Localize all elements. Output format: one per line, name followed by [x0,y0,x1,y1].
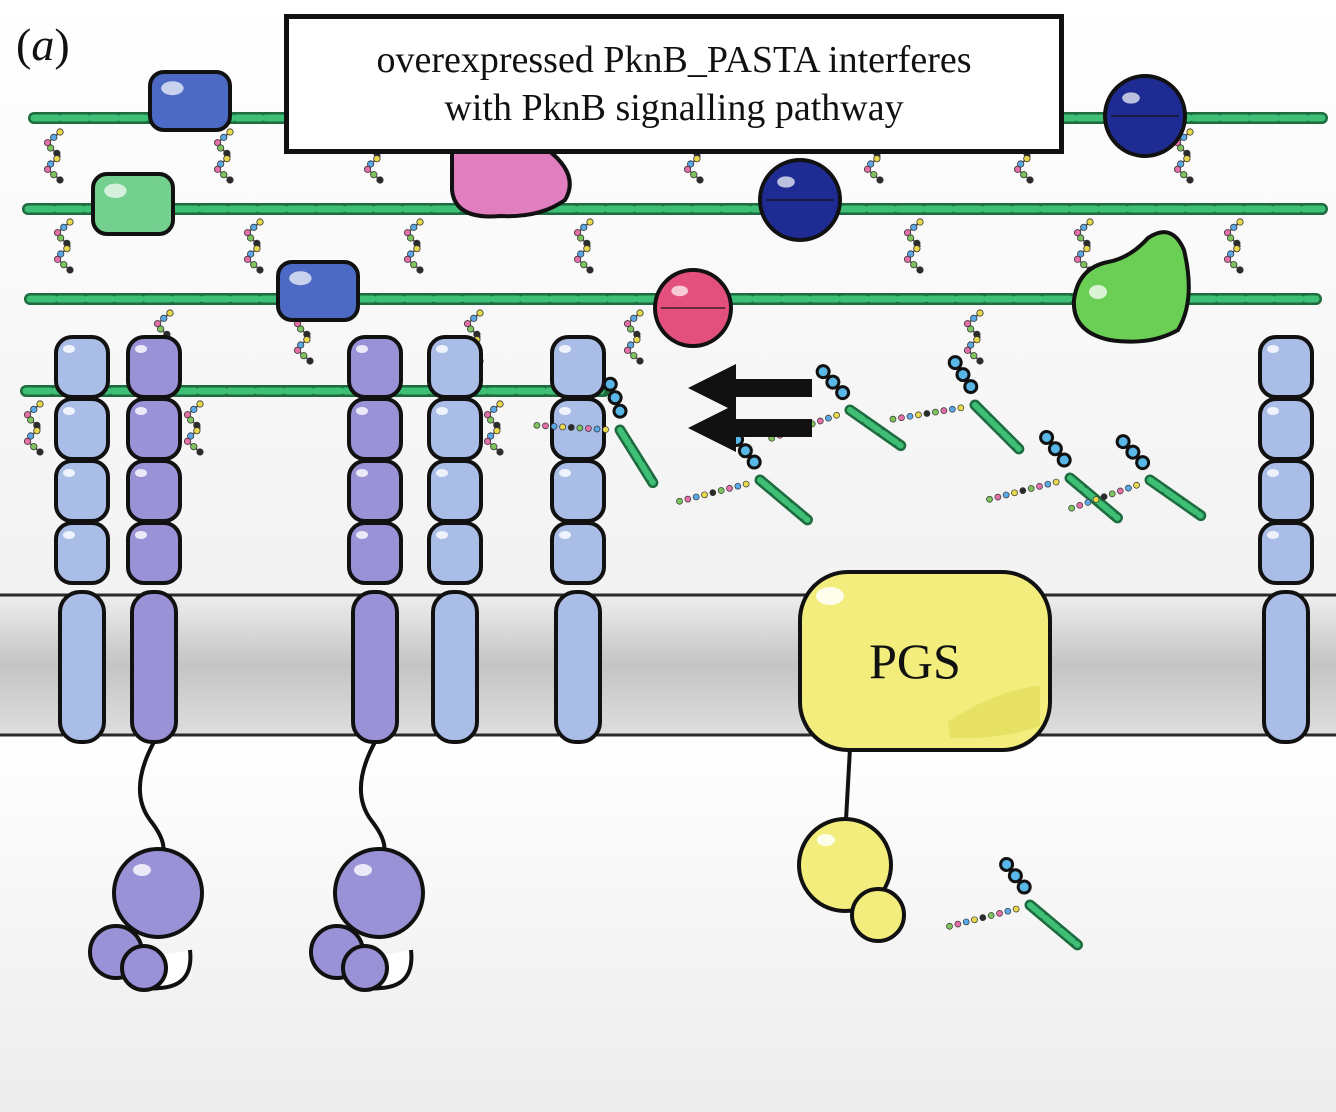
muropeptide-fragment-icon [533,376,659,489]
pasta-domain [54,335,110,399]
muropeptide-fragment-icon [946,856,1083,951]
pasta-domain [54,459,110,523]
pasta-domain [347,335,403,399]
pgs-enzyme-icon [797,570,1052,943]
pink-protein [450,148,572,219]
pasta-domain [126,521,182,585]
peptide-crossbridge [23,400,44,456]
pasta-domain [1258,521,1314,585]
peptide-crossbridge [573,218,594,274]
peptide-crossbridge [243,218,264,274]
transmembrane-segment [431,590,479,744]
arrow-left [688,364,812,412]
kinase-domain-icon [88,847,204,992]
pasta-domain [550,521,606,585]
pasta-domain [347,397,403,461]
double-arrow-left-icon [688,364,812,452]
pasta-domain [126,459,182,523]
transmembrane-segment [554,590,602,744]
kinase-domain-icon [309,847,425,992]
pasta-domain [427,521,483,585]
transmembrane-segment [58,590,106,744]
pasta-domain [427,459,483,523]
pasta-domain [1258,397,1314,461]
pasta-domain [347,459,403,523]
peptide-crossbridge [483,400,504,456]
transmembrane-segment [1262,590,1310,744]
title-line-1: overexpressed PknB_PASTA interferes [376,39,972,81]
peptide-crossbridge [43,128,64,184]
muropeptide-fragment-icon [1068,434,1207,522]
pasta-domain [427,397,483,461]
peptide-crossbridge [1173,128,1194,184]
peptide-crossbridge [213,128,234,184]
peptide-crossbridge [903,218,924,274]
panel-letter: a [31,19,55,70]
pasta-domain [427,335,483,399]
peptide-crossbridge [183,400,204,456]
pasta-receptor [309,335,425,992]
muropeptide-fragment-icon [889,355,1025,455]
pasta-receptor [54,335,110,744]
transmembrane-segment [351,590,399,744]
pasta-receptor [550,335,606,744]
green-protein-small [91,172,175,236]
peptide-crossbridge [1223,218,1244,274]
transmembrane-segment [130,590,178,744]
pasta-domain [54,397,110,461]
pasta-domain [1258,459,1314,523]
pasta-domain [550,335,606,399]
blue-protein [276,260,360,322]
pasta-receptor [427,335,483,744]
pasta-domain [126,335,182,399]
pasta-domain [1258,335,1314,399]
pasta-receptor [1258,335,1314,744]
cell-membrane [0,593,1336,737]
peptide-crossbridge [963,309,984,365]
pasta-domain [126,397,182,461]
green-protein-large [1071,230,1191,344]
pasta-domain [347,521,403,585]
pgs-enzyme [797,570,1052,943]
wall-proteins [91,70,1191,348]
title-box: overexpressed PknB_PASTA interferes with… [284,14,1064,154]
navy-protein [758,158,842,242]
peptide-crossbridge [623,309,644,365]
peptide-crossbridge [403,218,424,274]
arrow-left [688,404,812,452]
navy-protein [1103,74,1187,158]
panel-label: (a) [16,19,70,70]
pasta-domain [550,459,606,523]
red-protein [653,268,733,348]
blue-protein [148,70,232,132]
pasta-domain [54,521,110,585]
muropeptide-fragment-icon [676,431,813,526]
title-line-2: with PknB signalling pathway [444,87,904,129]
cytoplasm-background [0,735,1336,1112]
pasta-receptor [88,335,204,992]
peptide-crossbridge [53,218,74,274]
muropeptide-fragments [533,355,1207,951]
pgs-domain [850,887,906,943]
pknb-receptors [54,335,1314,992]
